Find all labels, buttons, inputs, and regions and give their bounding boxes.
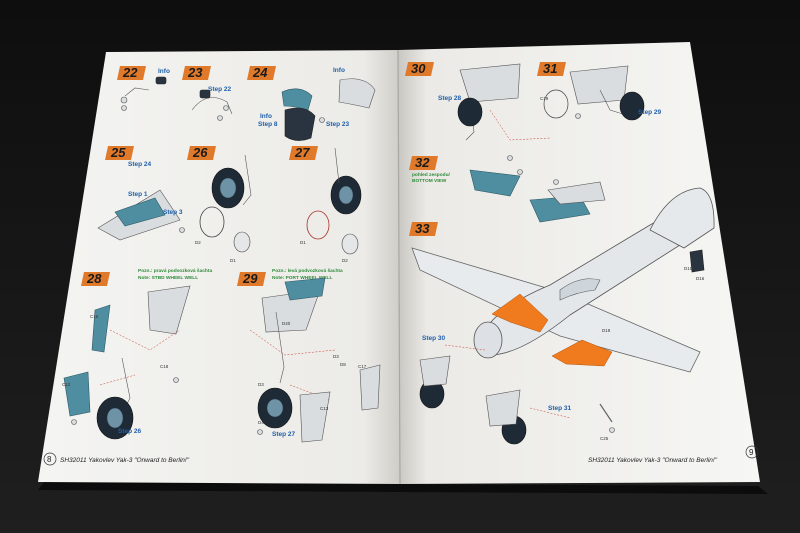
step-25: 25 Step 24 Step 1 Step 3 — [97, 145, 185, 241]
page-number-right: 9 — [749, 448, 754, 457]
svg-text:Step 8: Step 8 — [258, 121, 278, 128]
svg-text:Step 23: Step 23 — [326, 121, 350, 128]
svg-text:C17: C17 — [358, 364, 367, 369]
right-page — [398, 42, 760, 484]
svg-text:27: 27 — [294, 145, 310, 160]
svg-text:D8: D8 — [340, 362, 346, 367]
svg-text:Info: Info — [260, 113, 272, 120]
svg-text:28: 28 — [86, 271, 102, 286]
step-30: 30 Step 28 — [405, 61, 551, 161]
part-label: D2 — [195, 240, 201, 245]
bottom-view-note-en: BOTTOM VIEW — [412, 178, 447, 184]
step-22: 22 Info — [117, 65, 170, 111]
svg-text:C13: C13 — [320, 406, 329, 411]
svg-text:D4: D4 — [258, 420, 264, 425]
svg-text:Step 27: Step 27 — [272, 431, 296, 438]
svg-text:Step 30: Step 30 — [422, 335, 446, 342]
svg-text:D16: D16 — [696, 276, 705, 281]
svg-text:C16: C16 — [90, 314, 99, 319]
svg-text:Step 24: Step 24 — [128, 161, 152, 168]
info-label: Info — [158, 68, 170, 75]
note-port-cz: Pozn.: levá podvozková šachta — [272, 268, 343, 274]
svg-text:Step 29: Step 29 — [638, 109, 662, 116]
svg-text:25: 25 — [110, 145, 126, 160]
orange-part-upper — [491, 293, 549, 333]
footer-left: SH32011 Yakovlev Yak-3 "Onward to Berlin… — [60, 457, 190, 464]
step-ref: Step 22 — [208, 86, 232, 93]
aircraft-tail — [649, 187, 715, 249]
svg-text:Step 1: Step 1 — [128, 191, 148, 198]
step-28: 28 C16 C12 C18 Step 26 — [62, 271, 191, 440]
step-number: 22 — [122, 65, 138, 80]
step-24: 24 Info Info Step 8 Step 23 — [247, 65, 376, 141]
step-29: 29 D40 D3 D4 D3 D8 C17 C13 Step 27 — [237, 271, 381, 443]
svg-text:29: 29 — [242, 271, 258, 286]
svg-text:Step 26: Step 26 — [118, 428, 142, 435]
svg-text:31: 31 — [543, 61, 557, 76]
svg-text:Step 3: Step 3 — [163, 209, 183, 216]
note-stbd-cz: Pozn.: pravá podvozková šachta — [138, 268, 212, 274]
svg-text:D40: D40 — [282, 321, 291, 326]
part-label: D1 — [230, 258, 236, 263]
svg-text:24: 24 — [252, 65, 268, 80]
bottom-view-note-cz: pohled zespodu/ — [412, 172, 451, 178]
svg-text:C12: C12 — [62, 382, 71, 387]
page-number-left: 8 — [47, 455, 52, 464]
svg-text:D2: D2 — [342, 258, 348, 263]
step-23: 23 Step 22 — [182, 65, 233, 121]
step-31: 31 Step 29 C19 — [537, 61, 662, 121]
svg-text:Step 28: Step 28 — [438, 95, 462, 102]
step-32: 32 pohled zespodu/ BOTTOM VIEW — [409, 155, 606, 223]
svg-text:33: 33 — [415, 221, 430, 236]
svg-text:C25: C25 — [600, 436, 609, 441]
svg-text:D18: D18 — [602, 328, 611, 333]
svg-text:D3: D3 — [333, 354, 339, 359]
svg-text:C19: C19 — [540, 96, 549, 101]
svg-text:23: 23 — [187, 65, 203, 80]
svg-text:C18: C18 — [160, 364, 169, 369]
svg-text:D1: D1 — [300, 240, 306, 245]
step-33: 33 D15 D16 Step 30 Step 31 C25 D18 — [409, 187, 715, 445]
footer-right: SH32011 Yakovlev Yak-3 "Onward to Berlin… — [588, 457, 718, 464]
svg-text:Info: Info — [333, 67, 345, 74]
note-stbd-en: Note: STBD WHEEL WELL — [138, 275, 198, 281]
step-27: 27 D1 D2 — [289, 145, 362, 263]
svg-text:26: 26 — [192, 145, 208, 160]
note-port-en: Note: PORT WHEEL WELL — [272, 275, 332, 281]
svg-text:Step 31: Step 31 — [548, 405, 572, 412]
svg-text:D3: D3 — [258, 382, 264, 387]
svg-text:30: 30 — [411, 61, 426, 76]
step-26: 26 D2 D1 — [187, 145, 252, 263]
svg-text:D15: D15 — [684, 266, 693, 271]
orange-part-lower — [551, 339, 613, 367]
svg-text:32: 32 — [415, 155, 430, 170]
